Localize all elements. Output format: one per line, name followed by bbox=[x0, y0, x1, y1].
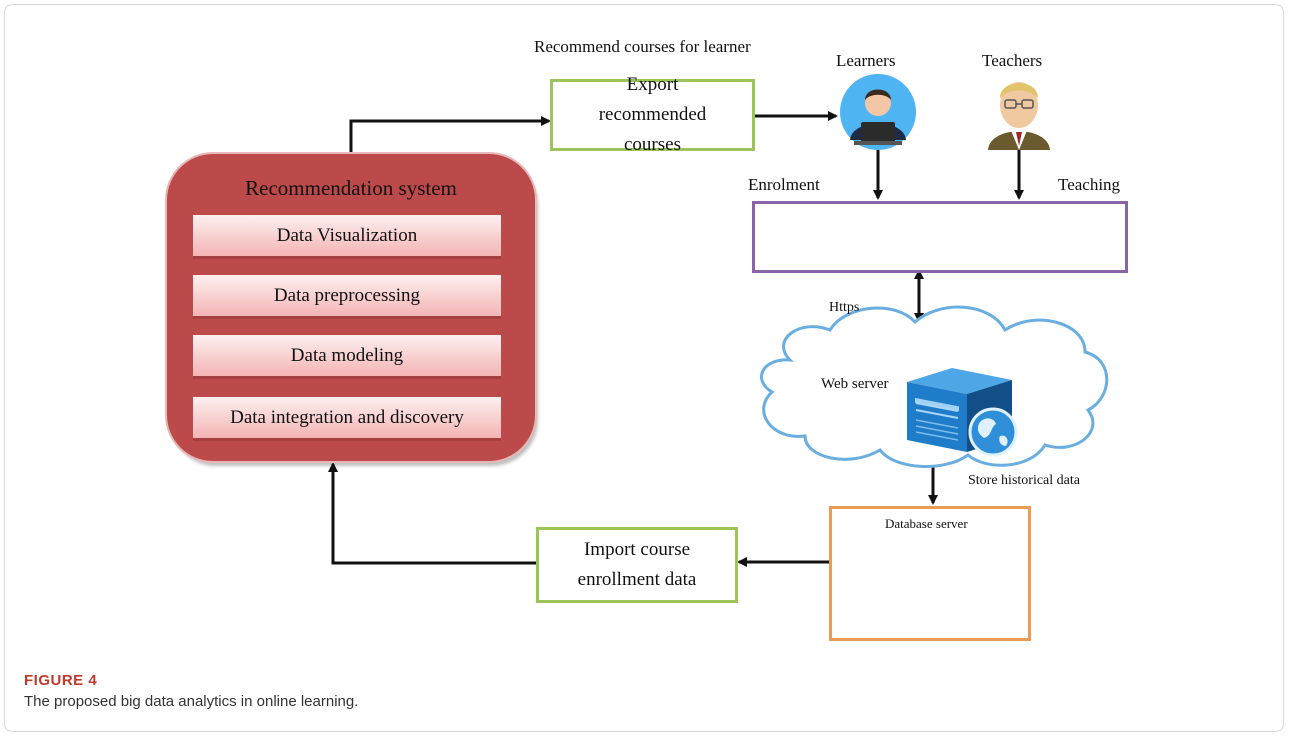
export-recommended-box: Export recommended courses bbox=[550, 74, 755, 155]
import-enrollment-box: Import course enrollment data bbox=[536, 527, 738, 603]
teaching-label: Teaching bbox=[1058, 175, 1121, 194]
figure-caption: The proposed big data analytics in onlin… bbox=[24, 693, 359, 710]
database-server-box bbox=[829, 506, 1031, 641]
learner-icon bbox=[840, 74, 916, 150]
arrow-rec-to-export bbox=[349, 116, 551, 154]
globe-icon bbox=[968, 407, 1018, 457]
rec-item-data-integration: Data integration and discovery bbox=[193, 397, 501, 441]
teachers-label: Teachers bbox=[982, 51, 1043, 70]
recommendation-system-title: Recommendation system bbox=[245, 176, 457, 200]
figure-number: FIGURE 4 bbox=[24, 672, 98, 689]
database-server-label: Database server bbox=[885, 516, 968, 531]
enrolment-label: Enrolment bbox=[748, 175, 820, 194]
web-server-label: Web server bbox=[821, 376, 889, 392]
learners-label: Learners bbox=[836, 51, 896, 70]
rec-item-data-preprocessing: Data preprocessing bbox=[193, 275, 501, 319]
recommend-courses-label: Recommend courses for learner bbox=[534, 37, 751, 56]
teacher-icon bbox=[988, 82, 1050, 150]
store-historical-label: Store historical data bbox=[968, 473, 1080, 488]
rec-item-data-visualization: Data Visualization bbox=[193, 215, 501, 259]
https-label: Https bbox=[829, 300, 860, 315]
learning-activities-box bbox=[752, 201, 1128, 273]
rec-item-data-modeling: Data modeling bbox=[193, 335, 501, 379]
arrow-import-to-rec bbox=[328, 462, 536, 565]
recommendation-system: Recommendation system Data Visualization… bbox=[167, 154, 535, 461]
